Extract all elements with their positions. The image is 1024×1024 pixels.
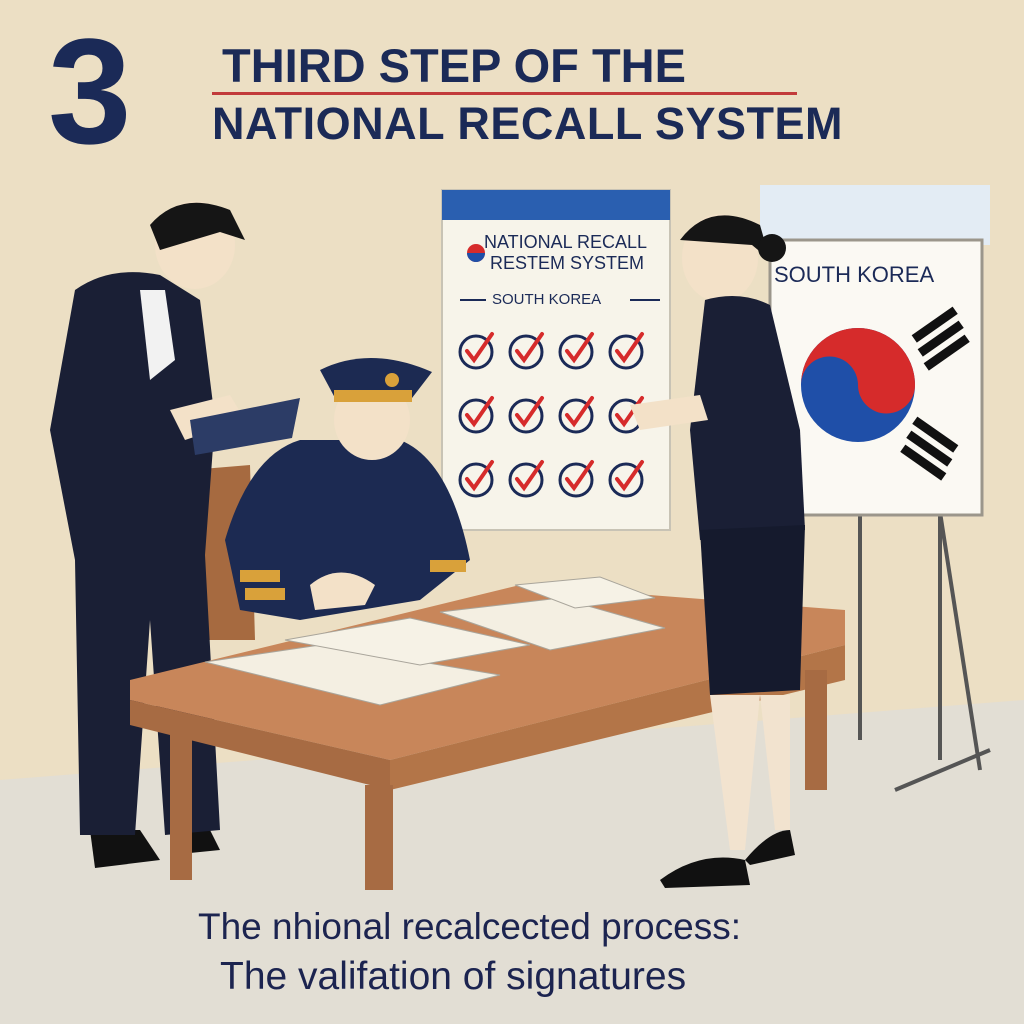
checkmark-circle bbox=[558, 396, 594, 434]
standing-woman bbox=[630, 214, 805, 888]
caption-line-1: The nhional recalcected process: bbox=[198, 906, 741, 947]
title-line-1: THIRD STEP OF THE bbox=[222, 39, 686, 92]
flag-board: SOUTH KOREA bbox=[768, 238, 991, 792]
checkmark-circle bbox=[558, 332, 594, 370]
checkmark-icon bbox=[565, 460, 594, 492]
board-subtitle: SOUTH KOREA bbox=[492, 291, 601, 308]
checkmark-icon bbox=[615, 460, 644, 492]
trigram-top-right bbox=[911, 306, 970, 371]
seated-officer bbox=[225, 357, 470, 620]
board-title-line-1: NATIONAL RECALL bbox=[484, 232, 647, 252]
taegeuk-symbol bbox=[801, 328, 915, 442]
title-line-2: NATIONAL RECALL SYSTEM bbox=[212, 98, 844, 149]
checkmark-icon bbox=[515, 332, 544, 364]
checkmark-circle bbox=[458, 460, 494, 498]
checkmark-circle bbox=[508, 396, 544, 434]
checkmark-icon bbox=[515, 396, 544, 428]
board-title-line-2: RESTEM SYSTEM bbox=[490, 253, 644, 273]
checkmark-circle bbox=[558, 460, 594, 498]
floor bbox=[0, 700, 1024, 1024]
wall-panel bbox=[760, 185, 990, 245]
checkmark-circle bbox=[458, 332, 494, 370]
trigram-bottom-right bbox=[900, 416, 959, 481]
checkmark-circle bbox=[458, 396, 494, 434]
checkmark-icon bbox=[465, 332, 494, 364]
checkmark-circle bbox=[508, 332, 544, 370]
checkmark-circle bbox=[608, 460, 644, 498]
papers-on-desk bbox=[204, 576, 666, 706]
checkmark-icon bbox=[615, 332, 644, 364]
step-number: 3 bbox=[48, 7, 131, 175]
title-underline bbox=[212, 92, 797, 95]
checkmark-circle bbox=[608, 332, 644, 370]
flag-board-label: SOUTH KOREA bbox=[774, 262, 934, 287]
checklist-board: NATIONAL RECALL RESTEM SYSTEM SOUTH KORE… bbox=[441, 189, 671, 531]
checkmark-icon bbox=[565, 332, 594, 364]
checkmark-icon bbox=[515, 460, 544, 492]
checkmark-icon bbox=[565, 396, 594, 428]
checkmark-circle bbox=[508, 460, 544, 498]
checkmark-icon bbox=[465, 396, 494, 428]
checkmark-grid bbox=[458, 332, 644, 498]
caption-line-2: The valifation of signatures bbox=[220, 955, 687, 998]
checkmark-icon bbox=[465, 460, 494, 492]
